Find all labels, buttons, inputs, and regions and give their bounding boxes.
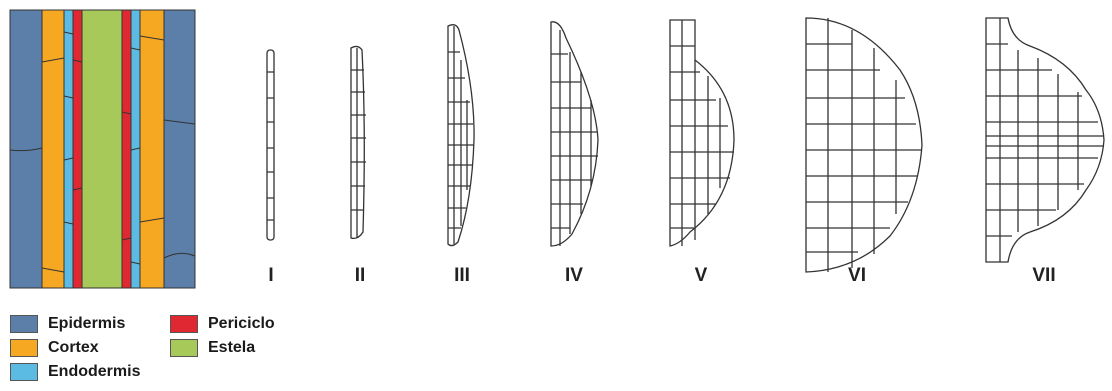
stage-6-primordium: [806, 18, 922, 272]
root-section: [10, 10, 195, 288]
legend-label: Endodermis: [48, 363, 140, 381]
stage-5-primordium: [670, 20, 734, 246]
stage-label: III: [454, 265, 470, 286]
stage-2-primordium: [351, 46, 366, 238]
stage-3-primordium: [448, 25, 474, 246]
legend-item-endodermis: Endodermis: [10, 362, 170, 382]
stage-4-primordium: [551, 22, 598, 246]
stage-label: V: [695, 265, 708, 286]
tissue-periciclo-right: [122, 10, 131, 288]
legend-item-estela: Estela: [170, 338, 330, 358]
tissue-endodermis-left: [64, 10, 73, 288]
stage-1-primordium: [267, 50, 274, 240]
tissue-cortex-right: [140, 10, 164, 288]
legend-swatch: [10, 363, 38, 381]
stage-label: VI: [848, 265, 866, 286]
stage-7-primordium: [986, 18, 1104, 262]
stage-label: II: [355, 265, 366, 286]
legend-swatch: [170, 315, 198, 333]
tissue-epidermis-right: [164, 10, 195, 288]
legend-item-cortex: Cortex: [10, 338, 170, 358]
legend-swatch: [10, 315, 38, 333]
legend-label: Epidermis: [48, 315, 125, 333]
legend-swatch: [10, 339, 38, 357]
tissue-estela: [82, 10, 122, 288]
stage-label: VII: [1032, 265, 1055, 286]
stage-labels: I II III IV V VI VII: [268, 265, 1055, 286]
legend-label: Periciclo: [208, 315, 275, 333]
stage-label: IV: [565, 265, 583, 286]
legend-item-epidermis: Epidermis: [10, 314, 170, 334]
legend-item-periciclo: Periciclo: [170, 314, 330, 334]
tissue-cortex-left: [42, 10, 64, 288]
tissue-periciclo-left: [73, 10, 82, 288]
legend-label: Estela: [208, 339, 255, 357]
legend-label: Cortex: [48, 339, 99, 357]
stage-label: I: [268, 265, 273, 286]
tissue-legend: Epidermis Periciclo Cortex Estela Endode…: [10, 314, 330, 382]
legend-swatch: [170, 339, 198, 357]
